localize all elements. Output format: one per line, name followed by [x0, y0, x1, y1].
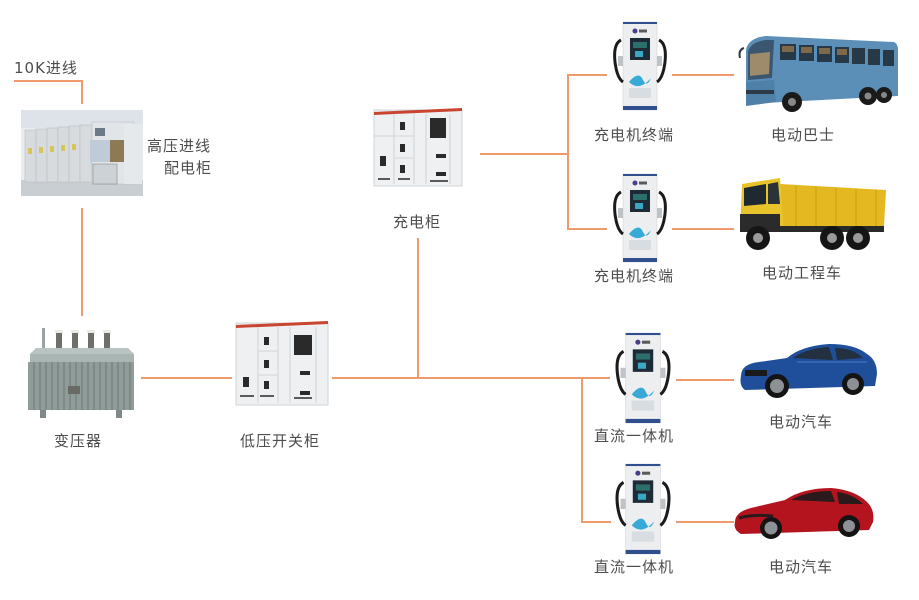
- hv-cabinet-label-line2: 配电柜: [164, 159, 213, 177]
- connector-lv-bus: [332, 377, 610, 379]
- car-2-label: 电动汽车: [769, 558, 834, 576]
- terminal-1-label: 充电机终端: [594, 126, 675, 144]
- connector-terminal-1-to-bus: [672, 74, 734, 76]
- charger-terminal-icon: [613, 173, 667, 263]
- charger-terminal-icon: [613, 21, 667, 111]
- input-label: 10K进线: [14, 59, 78, 77]
- hv-switchgear-icon: [21, 110, 143, 196]
- connector-dc-2-to-car: [676, 521, 734, 523]
- transformer-label: 变压器: [54, 432, 103, 450]
- dc-charger-icon: [615, 463, 671, 555]
- connector-terminal-2-to-truck: [672, 228, 734, 230]
- connector-transformer-to-lv: [141, 377, 232, 379]
- connector-riser-charging-cabinet: [417, 238, 419, 378]
- charging-cabinet-label: 充电柜: [393, 213, 442, 231]
- connector-input-vertical: [81, 80, 83, 104]
- connector-to-terminal-1: [567, 74, 607, 76]
- dc-unit-1-label: 直流一体机: [594, 427, 675, 445]
- terminal-2-label: 充电机终端: [594, 267, 675, 285]
- charging-cabinet-icon: [373, 108, 463, 187]
- bus-label: 电动巴士: [771, 126, 836, 144]
- car-icon: [734, 488, 874, 539]
- lv-switchgear-icon: [235, 321, 329, 406]
- transformer-icon: [28, 328, 134, 418]
- connector-dc-1-to-car: [676, 379, 734, 381]
- dc-charger-icon: [615, 332, 671, 424]
- hv-cabinet-label-line1: 高压进线: [147, 137, 212, 155]
- dump-truck-icon: [740, 178, 886, 250]
- connector-dc-split-vertical: [581, 377, 583, 523]
- car-1-label: 电动汽车: [769, 413, 834, 431]
- connector-terminal-split-vertical: [567, 74, 569, 230]
- bus-icon: [738, 36, 898, 112]
- dc-unit-2-label: 直流一体机: [594, 558, 675, 576]
- connector-charging-cabinet-out: [480, 153, 568, 155]
- connector-hv-to-transformer: [81, 208, 83, 316]
- truck-label: 电动工程车: [762, 264, 843, 282]
- connector-input-horizontal: [14, 80, 82, 82]
- car-icon: [740, 344, 877, 398]
- lv-cabinet-label: 低压开关柜: [240, 432, 321, 450]
- connector-to-dc-2: [581, 521, 611, 523]
- connector-to-terminal-2: [567, 228, 607, 230]
